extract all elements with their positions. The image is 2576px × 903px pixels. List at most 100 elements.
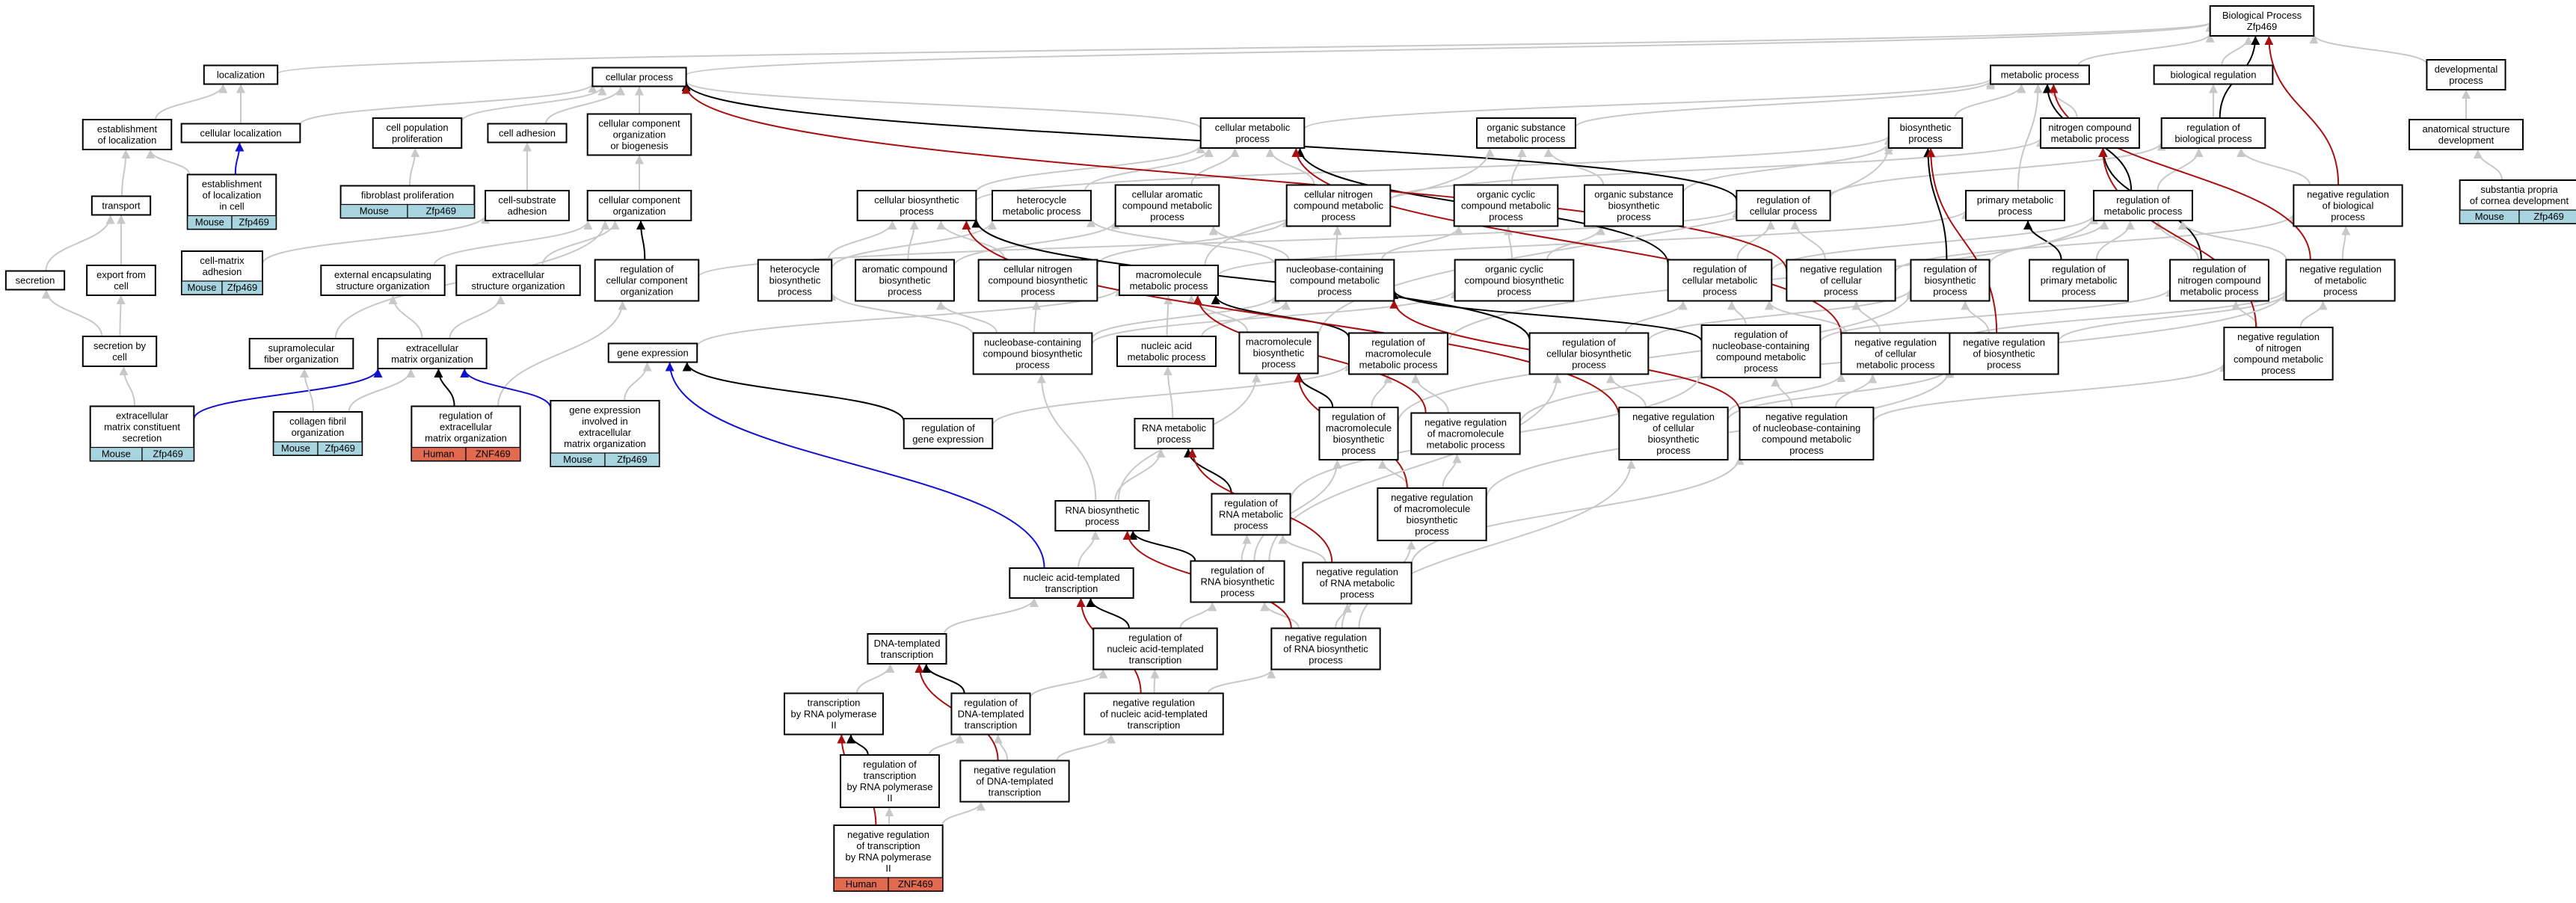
go-term-localization[interactable]: localization [203, 64, 279, 85]
term-box [1739, 407, 1875, 460]
term-label-line: regulation of [1693, 264, 1747, 275]
go-term-cellular-localization[interactable]: cellular localization [180, 123, 301, 144]
term-label-line: cellular metabolic [1215, 122, 1291, 133]
go-term-biological-regulation[interactable]: biological regulation [2153, 64, 2274, 85]
term-label-line: cellular process [1750, 206, 1818, 217]
go-term-regulation-of-macromolecule-biosynthetic[interactable]: regulation ofmacromoleculebiosyntheticpr… [1318, 407, 1399, 460]
go-term-secretion[interactable]: secretion [4, 270, 66, 291]
go-term-cell-adhesion[interactable]: cell adhesion [487, 123, 568, 144]
go-term-cellular-process[interactable]: cellular process [591, 67, 687, 87]
gene-cell [604, 452, 660, 467]
term-label-line: process [1321, 212, 1356, 223]
go-term-metabolic-process[interactable]: metabolic process [1990, 64, 2090, 85]
edge-is-a [1771, 377, 1793, 408]
term-label-line: process [1987, 360, 2021, 371]
go-term-regulation-of-nucleobase-containing-compound-metabolic[interactable]: regulation ofnucleobase-containingcompou… [1700, 324, 1822, 378]
term-label-line: of macromolecule [1427, 428, 1504, 440]
go-term-transport[interactable]: transport [90, 195, 152, 216]
term-box [1949, 332, 2059, 375]
term-label-line: negative regulation [1424, 417, 1507, 428]
go-term-gene-expression[interactable]: gene expression [607, 342, 698, 363]
